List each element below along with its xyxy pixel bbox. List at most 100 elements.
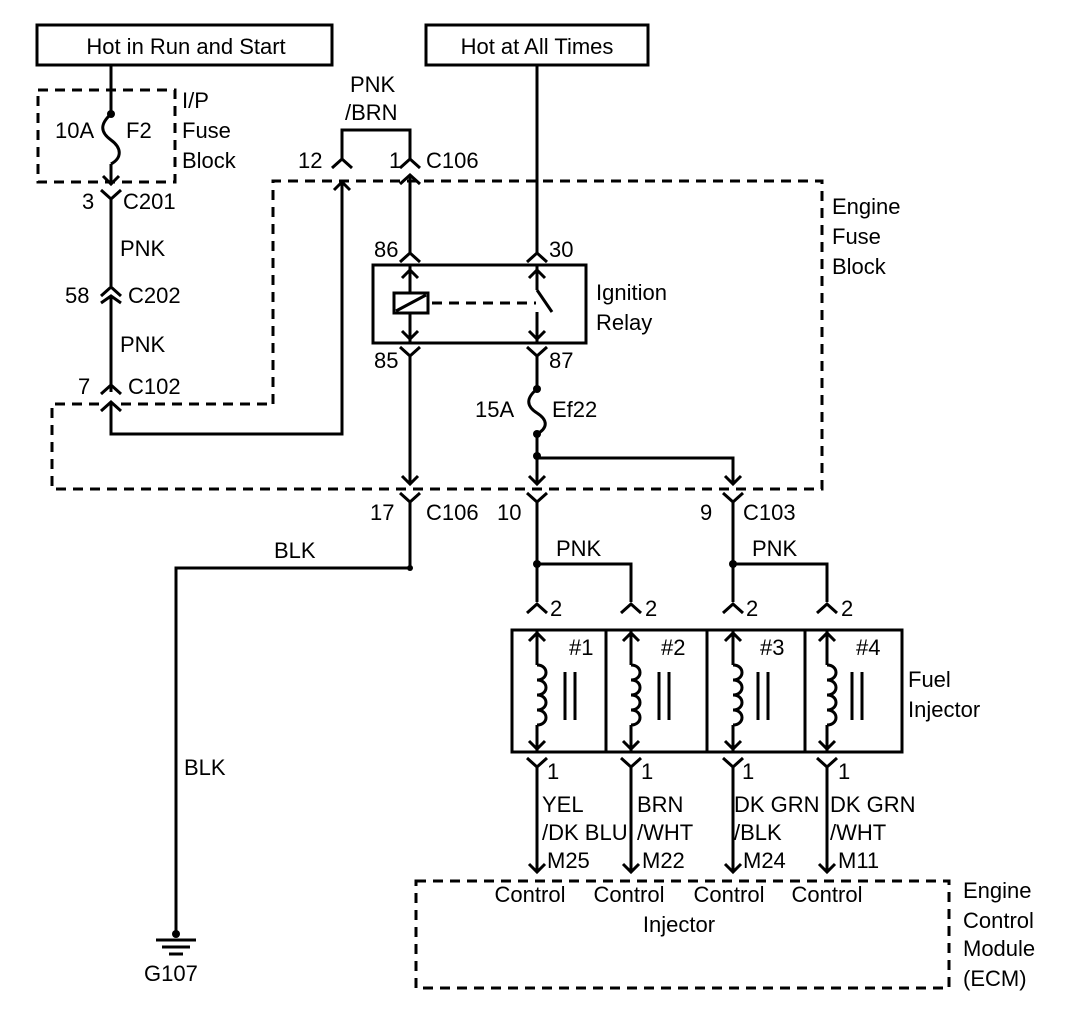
arrow-m25 (527, 862, 547, 875)
ground-g107-label: G107 (144, 961, 198, 986)
wire-pnk-feed-inj12 (535, 502, 633, 602)
hot-at-all-times-label: Hot at All Times (461, 34, 614, 59)
ecm-injector-control-1: Control (495, 882, 566, 907)
inj3-pin2: 2 (746, 596, 758, 621)
c106-bottom-symbol (398, 491, 422, 505)
c103-pin9-symbol (721, 491, 745, 505)
ecm-label-line2: Control (963, 908, 1034, 933)
wire-c102-to-c106-pin12 (109, 182, 344, 436)
ignition-relay-box (371, 263, 588, 345)
fuse-f2-symbol (101, 112, 121, 166)
injector-3-arrow-down (723, 739, 743, 752)
arrow-m22 (621, 862, 641, 875)
ecm-label-line4: (ECM) (963, 966, 1027, 991)
inj3-wire-color-line2: /BLK (734, 820, 782, 845)
ground-g107-icon (156, 938, 196, 956)
wire-pnk-feed-inj34 (731, 502, 829, 602)
injector-1-coil-icon (536, 663, 548, 727)
relay-pin-30: 30 (549, 237, 573, 262)
inj1-pin2-symbol (525, 601, 549, 615)
hot-in-run-and-start-label: Hot in Run and Start (86, 34, 285, 59)
connector-c201-symbol (99, 188, 123, 202)
connector-c102-name: C102 (128, 374, 181, 399)
injector-3-arrow-up (723, 630, 743, 643)
injector-3: #3 (723, 630, 784, 752)
inj4-wire-color-line2: /WHT (830, 820, 886, 845)
inj2-pin1-symbol (619, 756, 643, 770)
inj1-pin1-symbol (525, 756, 549, 770)
wire-splice-to-c103-pin9 (537, 456, 735, 484)
relay-87-symbol (525, 345, 549, 359)
inj2-pin2: 2 (645, 596, 657, 621)
connector-c201-pin: 3 (82, 189, 94, 214)
injector-1-arrow-down (527, 739, 547, 752)
wire-blk-label-2: BLK (184, 755, 226, 780)
injector-2: #2 (621, 630, 685, 752)
inj3-pin2-symbol (721, 601, 745, 615)
relay-coil-arrow-down (400, 329, 420, 342)
ip-fuse-block-label-line2: Fuse (182, 118, 231, 143)
injector-1-number: #1 (569, 635, 593, 660)
arrow-ef22-down (527, 474, 547, 487)
c103-pin9: 9 (700, 500, 712, 525)
fuse-ef22-rating: 15A (475, 397, 514, 422)
arrow-85-down (400, 474, 420, 487)
injector-1-arrow-up (527, 630, 547, 643)
injector-2-core-icon (657, 672, 671, 720)
arrow-m11 (817, 862, 837, 875)
fuse-f2-name: F2 (126, 118, 152, 143)
fuel-injector-label-line1: Fuel (908, 667, 951, 692)
relay-30-symbol (525, 250, 549, 264)
c106-top-pin12-symbol (330, 156, 354, 170)
ground-top-node (172, 930, 180, 938)
ignition-relay-label-line2: Relay (596, 310, 652, 335)
inj1-ecm-pin: M25 (547, 848, 590, 873)
fuse-ef22-name: Ef22 (552, 397, 597, 422)
hot-in-run-and-start-box (35, 23, 334, 67)
splice-blk-node (407, 565, 413, 571)
injector-4-coil-icon (826, 663, 838, 727)
ip-fuse-block-label-line3: Block (182, 148, 237, 173)
ecm-label-line1: Engine (963, 878, 1032, 903)
c106-top-pin1: 1 (389, 148, 401, 173)
c106-top-pin12: 12 (298, 148, 322, 173)
relay-85-symbol (398, 345, 422, 359)
relay-switch-arrow-down (527, 329, 547, 342)
inj1-pin2: 2 (550, 596, 562, 621)
ip-fuse-block-outline (36, 88, 177, 184)
ecm-injector-label: Injector (643, 912, 715, 937)
c103-pin10: 10 (497, 500, 521, 525)
inj4-wire-color-line1: DK GRN (830, 792, 916, 817)
injector-3-number: #3 (760, 635, 784, 660)
inj2-wire-color-line1: BRN (637, 792, 683, 817)
relay-switch-arrow-up (527, 267, 547, 280)
inj2-wire-color-line2: /WHT (637, 820, 693, 845)
wire-pnk-inj12-label: PNK (556, 536, 602, 561)
c106-bottom-name: C106 (426, 500, 479, 525)
injector-3-core-icon (756, 672, 770, 720)
injector-4-number: #4 (856, 635, 880, 660)
wire-blk-to-ground (174, 502, 412, 934)
injector-4-arrow-up (817, 630, 837, 643)
ip-fuse-block-label-line1: I/P (182, 88, 209, 113)
relay-pin-86: 86 (374, 237, 398, 262)
fuse-ef22-symbol (527, 387, 547, 436)
injector-3-coil-icon (732, 663, 744, 727)
inj3-pin1: 1 (742, 759, 754, 784)
ecm-outline (414, 879, 951, 990)
inj1-wire-color-line2: /DK BLU (542, 820, 628, 845)
injector-dividers (604, 630, 807, 752)
wire-pnk-inj34-label: PNK (752, 536, 798, 561)
inj3-pin1-symbol (721, 756, 745, 770)
relay-86-symbol (398, 250, 422, 264)
engine-fuse-block-label-line3: Block (832, 254, 887, 279)
injector-4-arrow-down (817, 739, 837, 752)
c103-name: C103 (743, 500, 796, 525)
connector-c202-symbol (99, 284, 123, 298)
relay-pin-87: 87 (549, 348, 573, 373)
arrow-c103-pin9-down (723, 474, 743, 487)
relay-switch-blade (535, 289, 554, 313)
ecm-label-line3: Module (963, 936, 1035, 961)
relay-coil-arrow-up (400, 267, 420, 280)
c106-bottom-pin: 17 (370, 500, 394, 525)
